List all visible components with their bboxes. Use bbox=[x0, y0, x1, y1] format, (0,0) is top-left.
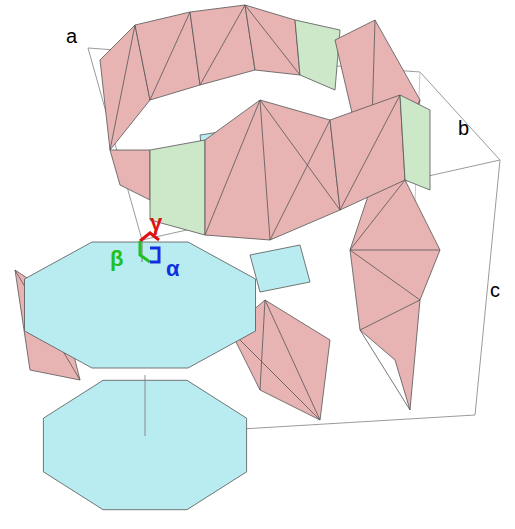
angle-label: α bbox=[166, 258, 180, 280]
axis-triad bbox=[140, 233, 159, 262]
unit-cell bbox=[88, 48, 500, 435]
axis-label: c bbox=[490, 280, 500, 300]
angle-label: β bbox=[110, 248, 123, 270]
polyhedra bbox=[15, 5, 440, 510]
angle-label: γ bbox=[150, 212, 162, 234]
axis-line bbox=[142, 240, 143, 262]
axis-label: b bbox=[458, 118, 469, 138]
axis-label: a bbox=[66, 26, 77, 46]
